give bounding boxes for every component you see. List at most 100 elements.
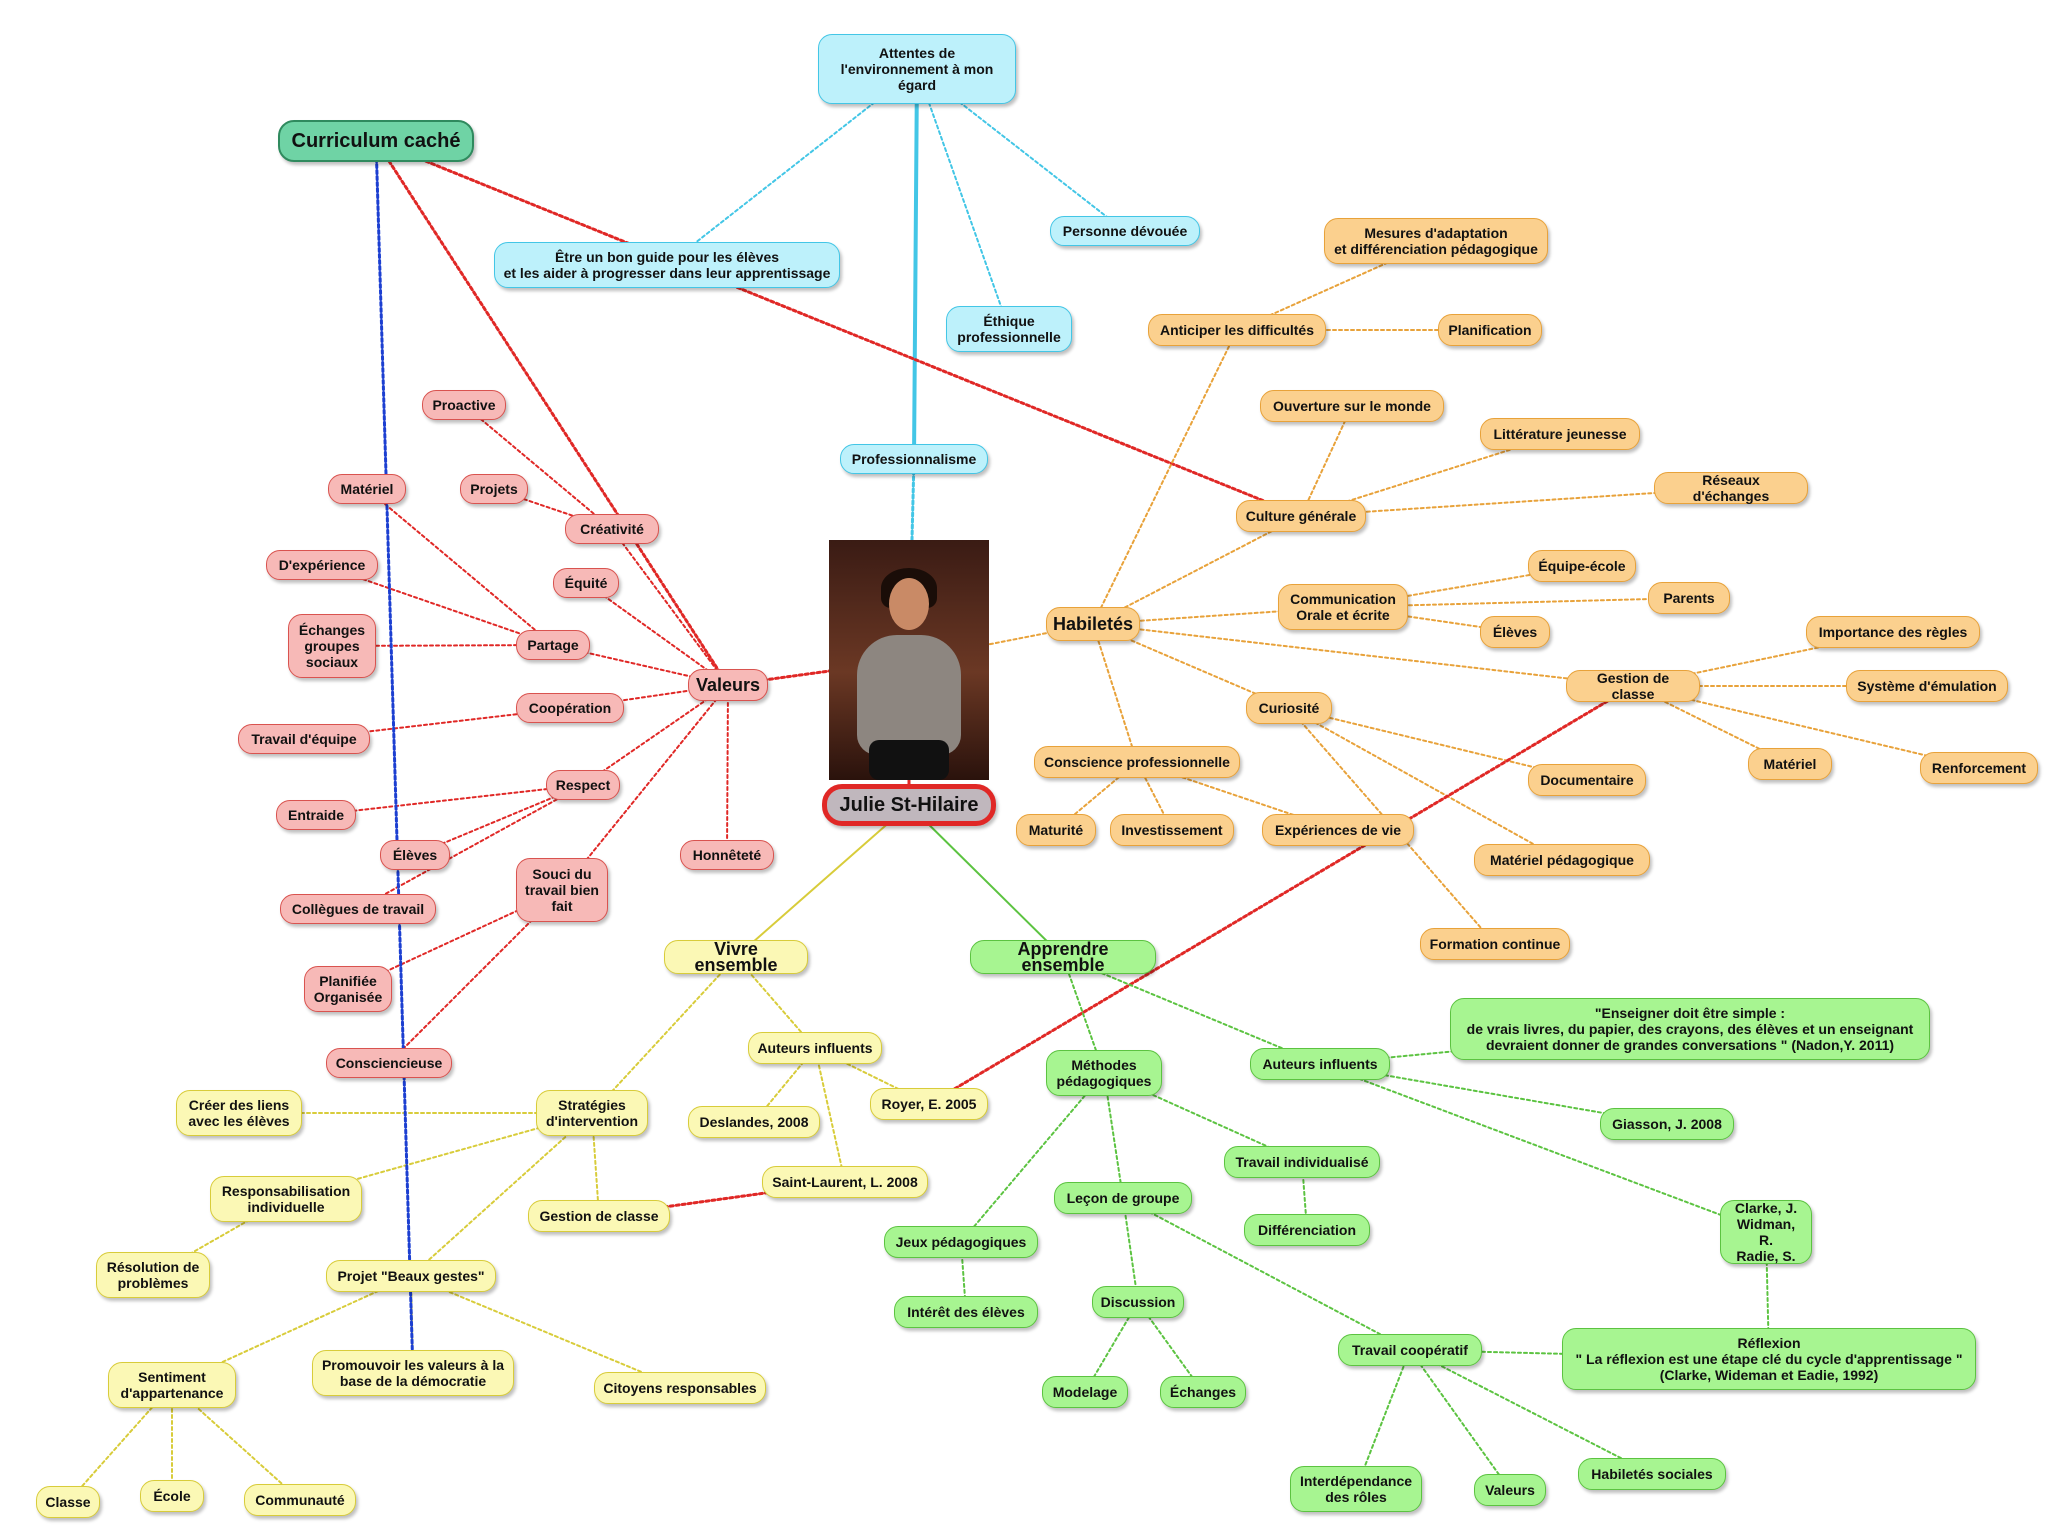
ecole-node[interactable]: École <box>140 1480 204 1512</box>
royer-node[interactable]: Royer, E. 2005 <box>870 1088 988 1120</box>
citoyens-node[interactable]: Citoyens responsables <box>594 1372 766 1404</box>
gestion-classe-yellow-node[interactable]: Gestion de classe <box>528 1200 670 1232</box>
materiel-pedagogique-node[interactable]: Matériel pédagogique <box>1474 844 1650 876</box>
modelage-node[interactable]: Modelage <box>1042 1376 1128 1408</box>
classe-node[interactable]: Classe <box>36 1486 100 1518</box>
importance-node[interactable]: Importance des règles <box>1806 616 1980 648</box>
lecon-groupe-node[interactable]: Leçon de groupe <box>1054 1182 1192 1214</box>
curiosite-node[interactable]: Curiosité <box>1246 692 1332 724</box>
experiences-vie-node[interactable]: Expériences de vie <box>1262 814 1414 846</box>
gestion-classe-orange-node[interactable]: Gestion de classe <box>1566 670 1700 702</box>
cooperation-node[interactable]: Coopération <box>516 693 624 723</box>
connector-lecon-groupe-node-to-discussion-node <box>1122 1197 1139 1303</box>
responsabilisation-node[interactable]: Responsabilisation individuelle <box>210 1176 362 1222</box>
proactive-node[interactable]: Proactive <box>422 390 506 420</box>
curriculum-cache-node[interactable]: Curriculum caché <box>278 120 474 162</box>
auteurs-influents-green-node[interactable]: Auteurs influents <box>1250 1048 1390 1080</box>
ethique-node[interactable]: Éthique professionnelle <box>946 306 1072 352</box>
planification-node[interactable]: Planification <box>1438 314 1542 346</box>
reseaux-node[interactable]: Réseaux d'échanges <box>1654 472 1808 504</box>
collegues-node[interactable]: Collègues de travail <box>280 894 436 924</box>
discussion-node[interactable]: Discussion <box>1092 1286 1184 1318</box>
valeurs-node[interactable]: Valeurs <box>688 669 768 701</box>
professionnalisme-node[interactable]: Professionnalisme <box>840 444 988 474</box>
entraide-node[interactable]: Entraide <box>276 800 356 830</box>
promouvoir-node[interactable]: Promouvoir les valeurs à la base de la d… <box>312 1350 514 1396</box>
connector-apprendre-ensemble-node-to-auteurs-influents-green-node <box>1062 956 1321 1065</box>
connector-souci-node-to-consciencieuse-node <box>388 889 563 1064</box>
travail-equipe-node[interactable]: Travail d'équipe <box>238 724 370 754</box>
echanges-groupes-node[interactable]: Échanges groupes sociaux <box>288 614 376 678</box>
investissement-node[interactable]: Investissement <box>1110 814 1234 846</box>
conscience-node[interactable]: Conscience professionnelle <box>1034 746 1240 778</box>
creativite-node[interactable]: Créativité <box>565 514 659 544</box>
maturite-node[interactable]: Maturité <box>1016 814 1096 846</box>
travail-individualise-node[interactable]: Travail individualisé <box>1224 1146 1380 1178</box>
culture-generale-node[interactable]: Culture générale <box>1236 500 1366 532</box>
eleves-red-node[interactable]: Élèves <box>380 840 450 870</box>
parents-node[interactable]: Parents <box>1648 582 1730 614</box>
personne-devouee-node[interactable]: Personne dévouée <box>1050 216 1200 246</box>
attentes-node[interactable]: Attentes de l'environnement à mon égard <box>818 34 1016 104</box>
valeurs-green-node[interactable]: Valeurs <box>1474 1474 1546 1506</box>
partage-node[interactable]: Partage <box>516 630 590 660</box>
connector-central-node-name-to-apprendre-ensemble-node <box>908 804 1064 958</box>
apprendre-ensemble-node[interactable]: Apprendre ensemble <box>970 940 1156 974</box>
communaute-node[interactable]: Communauté <box>244 1484 356 1516</box>
experience-node[interactable]: D'expérience <box>266 550 378 580</box>
litterature-node[interactable]: Littérature jeunesse <box>1480 418 1640 450</box>
equipe-ecole-node[interactable]: Équipe-école <box>1528 550 1636 582</box>
projets-node[interactable]: Projets <box>460 474 528 504</box>
documentaire-node[interactable]: Documentaire <box>1528 764 1646 796</box>
habiletes-sociales-node[interactable]: Habiletés sociales <box>1578 1458 1726 1490</box>
giasson-node[interactable]: Giasson, J. 2008 <box>1600 1108 1734 1140</box>
connector-partage-node-to-materiel-red-node <box>366 488 554 646</box>
consciencieuse-node[interactable]: Consciencieuse <box>326 1048 452 1078</box>
projet-beaux-gestes-node[interactable]: Projet "Beaux gestes" <box>326 1260 496 1292</box>
eleves-orange-node[interactable]: Élèves <box>1480 616 1550 648</box>
deslandes-node[interactable]: Deslandes, 2008 <box>688 1106 820 1138</box>
connector-respect-node-to-entraide-node <box>315 784 584 816</box>
saint-laurent-node[interactable]: Saint-Laurent, L. 2008 <box>762 1166 928 1198</box>
respect-node[interactable]: Respect <box>546 770 620 800</box>
connector-lecon-groupe-node-to-travail-cooperatif-node <box>1122 1197 1411 1351</box>
reflexion-node[interactable]: Réflexion " La réflexion est une étape c… <box>1562 1328 1976 1390</box>
connector-habiletes-node-to-conscience-node <box>1092 623 1138 763</box>
materiel-orange-node[interactable]: Matériel <box>1748 748 1832 780</box>
connector-auteurs-influents-yellow-node-to-saint-laurent-node <box>814 1047 846 1183</box>
renforcement-node[interactable]: Renforcement <box>1920 752 2038 784</box>
creer-liens-node[interactable]: Créer des liens avec les élèves <box>176 1090 302 1136</box>
vivre-ensemble-node[interactable]: Vivre ensemble <box>664 940 808 974</box>
connector-respect-node-to-collegues-node <box>357 784 584 910</box>
formation-node[interactable]: Formation continue <box>1420 928 1570 960</box>
sentiment-node[interactable]: Sentiment d'appartenance <box>108 1362 236 1408</box>
honnetete-node[interactable]: Honnêteté <box>680 840 774 870</box>
nadon-quote-node[interactable]: "Enseigner doit être simple : de vrais l… <box>1450 998 1930 1060</box>
mesures-node[interactable]: Mesures d'adaptation et différenciation … <box>1324 218 1548 264</box>
connector-promouvoir-node-to-curriculum-cache-node <box>374 139 415 1375</box>
ouverture-node[interactable]: Ouverture sur le monde <box>1260 390 1444 422</box>
interdependance-node[interactable]: Interdépendance des rôles <box>1290 1466 1422 1512</box>
guide-node[interactable]: Être un bon guide pour les élèves et les… <box>494 242 840 288</box>
resolution-node[interactable]: Résolution de problèmes <box>96 1252 210 1298</box>
systeme-node[interactable]: Système d'émulation <box>1846 670 2008 702</box>
echanges-green-node[interactable]: Échanges <box>1160 1376 1246 1408</box>
travail-cooperatif-node[interactable]: Travail coopératif <box>1338 1334 1482 1366</box>
planifiee-node[interactable]: Planifiée Organisée <box>304 966 392 1012</box>
differenciation-node[interactable]: Différenciation <box>1244 1214 1370 1246</box>
connector-vivre-ensemble-node-to-strategies-node <box>591 956 737 1114</box>
auteurs-influents-yellow-node[interactable]: Auteurs influents <box>748 1032 882 1064</box>
interet-eleves-node[interactable]: Intérêt des élèves <box>894 1296 1038 1328</box>
habiletes-node[interactable]: Habiletés <box>1046 607 1140 641</box>
equite-node[interactable]: Équité <box>553 568 619 598</box>
anticiper-node[interactable]: Anticiper les difficultés <box>1148 314 1326 346</box>
portrait-photo <box>829 540 989 780</box>
central-node-name[interactable]: Julie St-Hilaire <box>822 784 996 826</box>
clarke-node[interactable]: Clarke, J. Widman, R. Radie, S. <box>1720 1200 1812 1264</box>
methodes-node[interactable]: Méthodes pédagogiques <box>1046 1050 1162 1096</box>
souci-node[interactable]: Souci du travail bien fait <box>516 858 608 922</box>
jeux-pedagogiques-node[interactable]: Jeux pédagogiques <box>884 1226 1038 1258</box>
materiel-red-node[interactable]: Matériel <box>328 474 406 504</box>
communication-node[interactable]: Communication Orale et écrite <box>1278 584 1408 630</box>
strategies-node[interactable]: Stratégies d'intervention <box>536 1090 648 1136</box>
